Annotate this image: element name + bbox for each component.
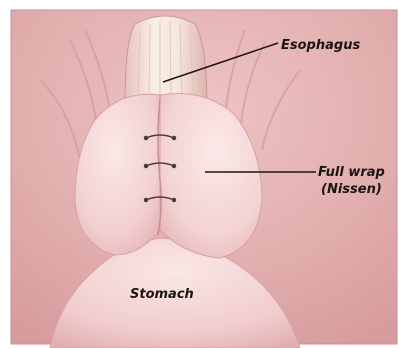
esophagus-label: Esophagus (281, 37, 360, 54)
esophagus (125, 16, 207, 105)
full-wrap-label-line2: (Nissen) (318, 181, 385, 198)
full-wrap-label-line1: Full wrap (318, 164, 385, 181)
stomach-label: Stomach (130, 286, 194, 303)
full-wrap-label: Full wrap (Nissen) (318, 164, 385, 198)
